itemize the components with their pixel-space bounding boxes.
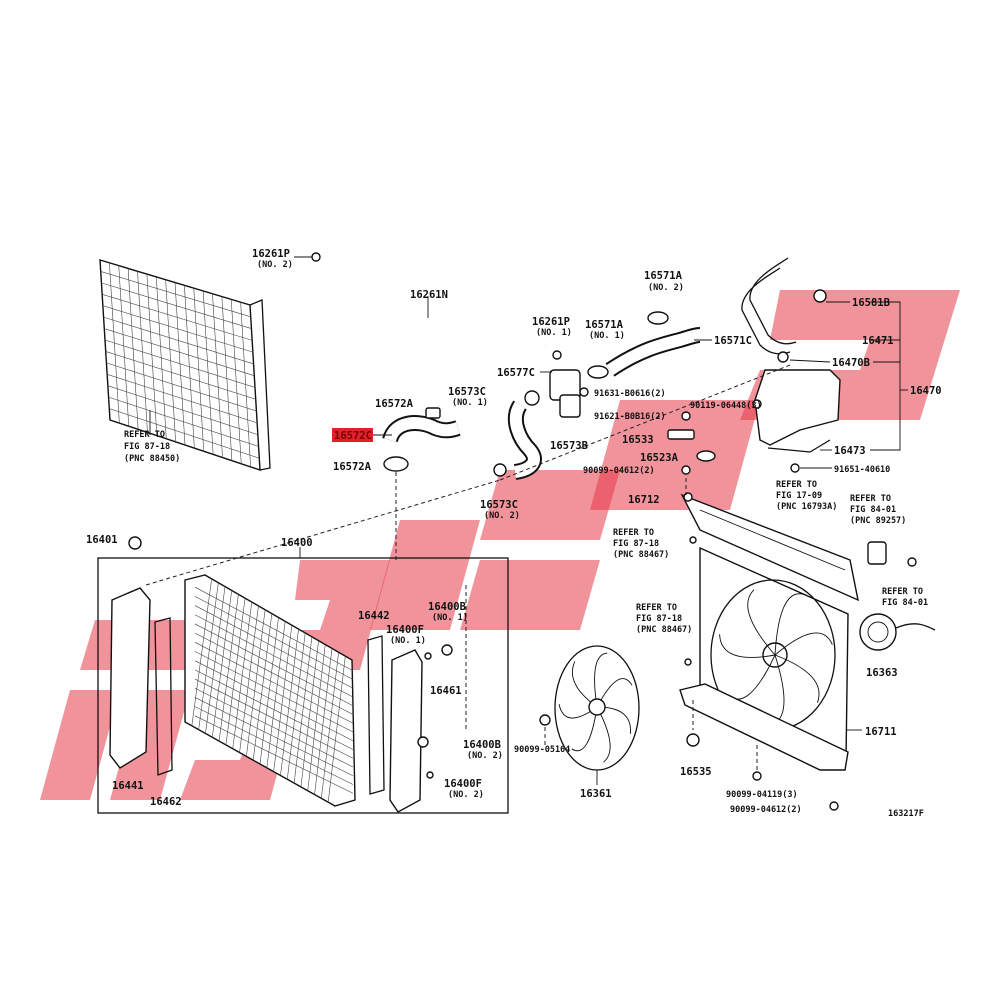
label-16261N: 16261N (410, 289, 448, 301)
highlight-box-16572C (332, 428, 373, 442)
label-16535: 16535 (680, 766, 712, 778)
label-16400F-b-no: (NO. 2) (448, 790, 484, 800)
label-91621: 91621-B0B16(2) (594, 412, 666, 422)
label-90119: 90119-06448(3) (690, 401, 762, 411)
ref6-line1: REFER TO (882, 587, 923, 597)
label-16400B-a-no: (NO. 1) (432, 613, 468, 623)
label-16401: 16401 (86, 534, 118, 546)
label-16533: 16533 (622, 434, 654, 446)
label-16442: 16442 (358, 610, 390, 622)
watermark-logo (40, 290, 960, 800)
water-inlet-assembly (540, 311, 712, 418)
label-90099-04612-b: 90099-04612(2) (730, 805, 802, 815)
label-16400B-b: 16400B (463, 739, 501, 751)
radiator-box-16400 (97, 547, 509, 814)
label-91631: 91631-B0616(2) (594, 389, 666, 399)
label-90099-05164: 90099-05164 (514, 745, 570, 755)
ref2-line2: FIG 17-09 (776, 491, 822, 501)
label-16577C: 16577C (497, 367, 535, 379)
ref5-line2: FIG 87-18 (636, 614, 682, 624)
ref-fig-87-18-88467-a: REFER TO FIG 87-18 (PNC 88467) (613, 528, 669, 560)
ref5-line1: REFER TO (636, 603, 677, 613)
label-16573C-a: 16573C (448, 386, 486, 398)
label-16441: 16441 (112, 780, 144, 792)
label-90099-04612-a: 90099-04612(2) (583, 466, 655, 476)
label-16462: 16462 (150, 796, 182, 808)
label-16581B: 16581B (852, 297, 890, 309)
label-16571A-a: 16571A (644, 270, 683, 282)
label-16261P-b-no: (NO. 1) (536, 328, 572, 338)
label-16573C-b-no: (NO. 2) (484, 511, 520, 521)
label-16400B-a: 16400B (428, 601, 466, 613)
label-16471: 16471 (862, 335, 894, 347)
radiator-hose-16572C (372, 407, 461, 472)
fasteners-lower (128, 536, 839, 811)
ref-fig-87-18-88467-b: REFER TO FIG 87-18 (PNC 88467) (636, 603, 692, 635)
reservoir-tank-16470 (741, 257, 908, 473)
label-16573C-b: 16573C (480, 499, 518, 511)
label-16461: 16461 (430, 685, 462, 697)
figure-id: 163217F (888, 809, 924, 819)
ref1-line1: REFER TO (124, 430, 165, 440)
ref2-line1: REFER TO (776, 480, 817, 490)
bypass-hose-16261N (294, 252, 546, 347)
shroud-bracket-16712 (680, 492, 859, 602)
ref-fig-87-18-88450: REFER TO FIG 87-18 (PNC 88450) (124, 430, 180, 464)
ref-fig-17-09: REFER TO FIG 17-09 (PNC 16793A) (776, 480, 837, 512)
fasteners-center (579, 387, 762, 475)
ref1-line2: FIG 87-18 (124, 442, 170, 452)
label-16261P-a-no: (NO. 2) (257, 260, 293, 270)
ref5-line3: (PNC 88467) (636, 625, 692, 635)
ref4-line1: REFER TO (613, 528, 654, 538)
label-16573C-a-no: (NO. 1) (452, 398, 488, 408)
label-16473: 16473 (834, 445, 866, 457)
label-16573B: 16573B (550, 440, 588, 452)
label-16400: 16400 (281, 537, 313, 549)
ref4-line2: FIG 87-18 (613, 539, 659, 549)
label-16572A-b: 16572A (333, 461, 372, 473)
label-16712: 16712 (628, 494, 660, 506)
label-16470: 16470 (910, 385, 942, 397)
label-16571C: 16571C (714, 335, 752, 347)
label-16571A-b: 16571A (585, 319, 624, 331)
fan-shroud-16711 (679, 546, 862, 771)
label-16400F-a: 16400F (386, 624, 424, 636)
ref6-line2: FIG 84-01 (882, 598, 928, 608)
ref2-line3: (PNC 16793A) (776, 502, 837, 512)
ref3-line1: REFER TO (850, 494, 891, 504)
label-90099-04119: 90099-04119(3) (726, 790, 798, 800)
label-16571A-a-no: (NO. 2) (648, 283, 684, 293)
label-16572A-a: 16572A (375, 398, 414, 410)
ref3-line3: (PNC 89257) (850, 516, 906, 526)
label-16400B-b-no: (NO. 2) (467, 751, 503, 761)
label-16363: 16363 (866, 667, 898, 679)
ref4-line3: (PNC 88467) (613, 550, 669, 560)
label-16571A-b-no: (NO. 1) (589, 331, 625, 341)
radiator-hose-16573B (493, 390, 542, 480)
label-16711: 16711 (865, 726, 897, 738)
ref1-line3: (PNC 88450) (124, 454, 180, 464)
fan-motor-16363 (859, 541, 936, 651)
ref-fig-84-01-89257: REFER TO FIG 84-01 (PNC 89257) (850, 494, 906, 526)
cooling-fan-16361 (554, 645, 640, 785)
label-16470B: 16470B (832, 357, 870, 369)
label-16400F-b: 16400F (444, 778, 482, 790)
label-16523A: 16523A (640, 452, 679, 464)
label-16572C: 16572C (334, 430, 372, 442)
ref3-line2: FIG 84-01 (850, 505, 896, 515)
label-91651: 91651-40610 (834, 465, 890, 475)
ref-fig-84-01: REFER TO FIG 84-01 (882, 587, 928, 608)
dashed-leaders (145, 364, 791, 770)
label-16261P-b: 16261P (532, 316, 570, 328)
label-16261P-a: 16261P (252, 248, 290, 260)
part-labels: 16261P (NO. 2) 16261N 16261P (NO. 1) 165… (86, 248, 942, 819)
label-16400F-a-no: (NO. 1) (390, 636, 426, 646)
label-16361: 16361 (580, 788, 612, 800)
condenser (99, 259, 271, 471)
